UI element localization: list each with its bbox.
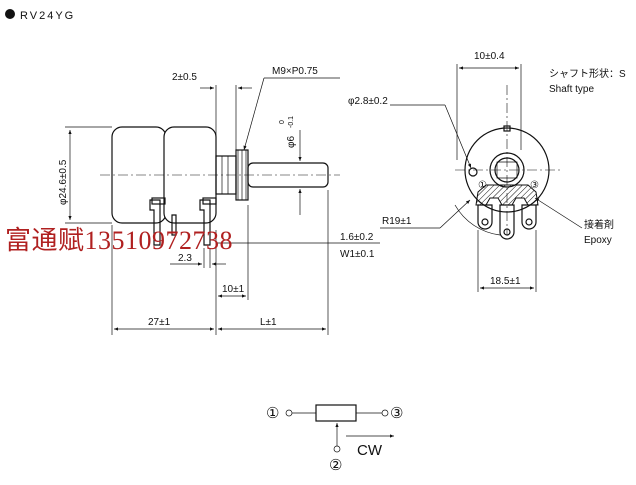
shaft-diameter-label: φ6 [286, 136, 297, 148]
adhesive-en: Epoxy [584, 235, 612, 246]
shaft-type-en: Shaft type [549, 84, 594, 95]
terminal-mark-3: ③ [530, 180, 539, 191]
node-2 [333, 445, 341, 453]
node-3 [381, 409, 389, 417]
body-diameter-label: φ24.6±0.5 [58, 159, 69, 205]
adhesive-jp: 接着剤 [584, 218, 614, 231]
shaft-offset-label: 2±0.5 [172, 72, 197, 83]
direction-label: CW [357, 442, 383, 459]
terminal-pitch-label: 2.3 [178, 253, 192, 264]
side-view: φ24.6±0.5 2±0.5 M9×P0.75 φ6 0 -0.1 1.6±0… [58, 66, 380, 335]
schematic-terminal-2: ② [329, 457, 342, 474]
terminals-front [477, 204, 537, 240]
terminal-width-label: W1±0.1 [340, 249, 375, 260]
terminal-mark-1: ① [478, 180, 487, 191]
shaft-tol-lower: -0.1 [288, 116, 295, 128]
hole-diameter-label: φ2.8±0.2 [348, 96, 388, 107]
resistor-element [315, 404, 357, 422]
watermark: 富通赋13510972738 [5, 226, 233, 255]
terminal-span-label: 18.5±1 [490, 276, 521, 287]
terminals-side [149, 197, 217, 246]
epoxy-area [475, 184, 539, 206]
shaft-tol-upper: 0 [279, 120, 286, 124]
flat-width-label: 10±0.4 [474, 51, 505, 62]
schematic-terminal-3: ③ [390, 405, 403, 422]
shaft-type-jp: シャフト形状：S [549, 67, 626, 80]
shaft-length-label: L±1 [260, 317, 277, 328]
terminal-thickness-label: 1.6±0.2 [340, 232, 374, 243]
bullet-icon [5, 9, 15, 19]
radius-label: R19±1 [382, 216, 412, 227]
schematic-terminal-1: ① [266, 405, 279, 422]
front-view: ① ③ 10±0.4 シャフト形状：S Shaft type φ2.8±0.2 … [348, 51, 626, 292]
locating-hole [468, 167, 478, 177]
node-1 [285, 409, 293, 417]
schematic: ① ③ ② CW [266, 404, 403, 474]
model-title: RV24YG [20, 10, 75, 22]
thread-label: M9×P0.75 [272, 66, 318, 77]
bushing-length-label: 10±1 [222, 284, 245, 295]
body-length-label: 27±1 [148, 317, 171, 328]
